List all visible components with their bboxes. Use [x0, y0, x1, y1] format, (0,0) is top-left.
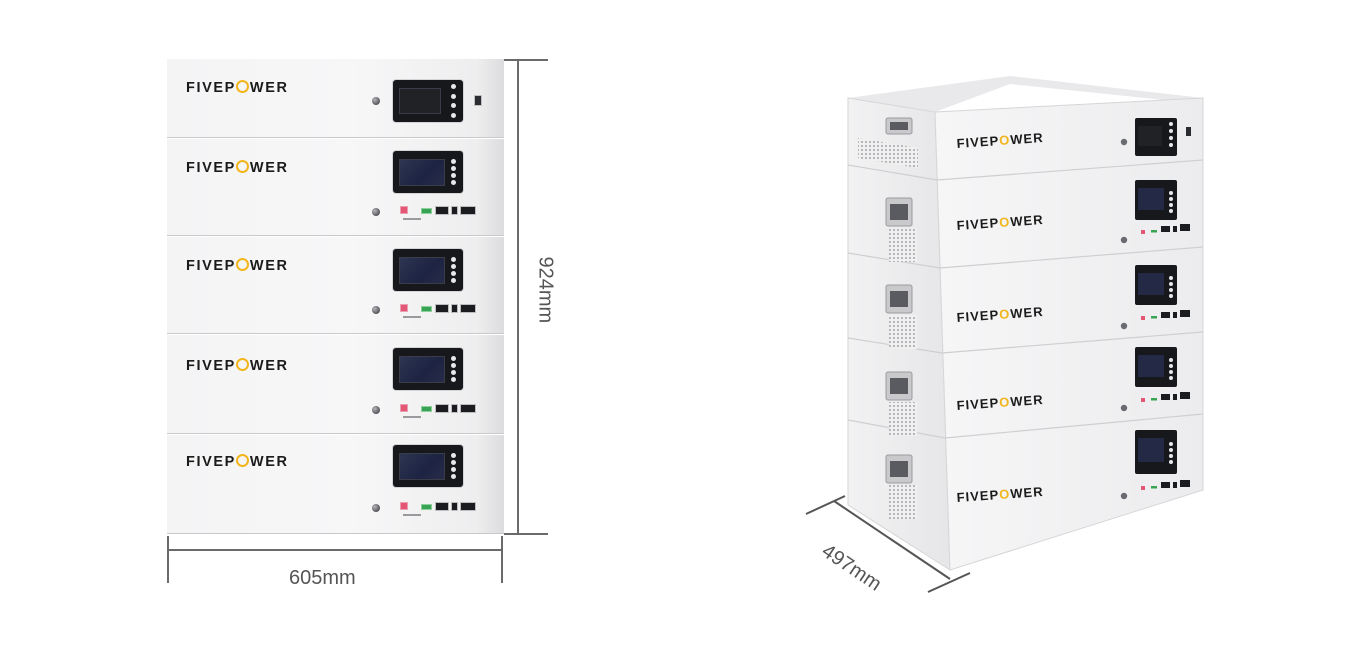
height-dimension-top-tick: [504, 59, 548, 61]
indicator-strip: [403, 416, 421, 418]
green-terminal-icon: [421, 504, 432, 510]
logo-o-ring-icon: [236, 80, 250, 93]
power-knob-icon: [372, 208, 380, 216]
red-port-icon: [400, 502, 408, 510]
height-dimension-bottom-tick: [504, 533, 548, 535]
lcd-panel: [393, 348, 463, 390]
lcd-screen: [399, 88, 441, 114]
rj45-port-icon: [460, 404, 476, 413]
green-terminal-icon: [421, 208, 432, 214]
iso-brand-logos: FIVEPOWER FIVEPOWER FIVEPOWER FIVEPOWER …: [956, 130, 1044, 505]
power-knob-icon: [372, 97, 380, 105]
top-tray-interior: [848, 76, 1203, 112]
red-port-icon: [400, 206, 408, 214]
lcd-screen: [399, 257, 445, 284]
module-seams: [847, 159, 1204, 439]
logo-o-ring-icon: [236, 454, 250, 467]
rj45-port-icon: [460, 304, 476, 313]
front-lcd-panels: [1135, 118, 1177, 474]
lcd-buttons: [1169, 122, 1173, 464]
lcd-panel: [393, 80, 463, 122]
brand-logo: FIVEPOWER: [956, 392, 1044, 413]
red-port-icon: [400, 304, 408, 312]
lcd-panel: [393, 445, 463, 487]
width-dimension-right-tick: [501, 536, 503, 583]
green-terminal-icon: [421, 406, 432, 412]
height-dimension-line: [517, 60, 519, 534]
width-dimension-label: 605mm: [289, 567, 356, 589]
switch-icon: [1186, 127, 1191, 136]
switch-icon: [474, 95, 482, 106]
small-port-icon: [451, 404, 458, 413]
red-port-icon: [400, 404, 408, 412]
width-dimension-line: [167, 549, 503, 551]
green-terminal-icon: [421, 306, 432, 312]
power-knob-icon: [372, 504, 380, 512]
lcd-buttons: [451, 453, 456, 479]
small-port-icon: [451, 206, 458, 215]
brand-logo: FIVEPOWER: [956, 130, 1044, 151]
rj45-port-icon: [435, 304, 449, 313]
power-knob-icon: [372, 406, 380, 414]
brand-logo: FIVEPOWER: [956, 212, 1044, 233]
logo-o-ring-icon: [236, 160, 250, 173]
indicator-strip: [403, 218, 421, 220]
rj45-port-icon: [435, 404, 449, 413]
lcd-buttons: [451, 159, 456, 185]
lcd-buttons: [451, 356, 456, 382]
small-port-icon: [451, 304, 458, 313]
brand-logo: FIVEPOWER: [956, 484, 1044, 505]
lcd-screen: [399, 453, 445, 480]
depth-dimension: [805, 495, 971, 593]
lcd-panel: [393, 249, 463, 291]
width-dimension-left-tick: [167, 536, 169, 583]
rj45-port-icon: [435, 502, 449, 511]
brand-logo: FIVEPOWER: [956, 304, 1044, 325]
side-handles: [858, 117, 918, 519]
indicator-strip: [403, 514, 421, 516]
power-knob-icon: [372, 306, 380, 314]
lcd-panel: [393, 151, 463, 193]
lcd-buttons: [451, 84, 456, 118]
small-port-icon: [451, 502, 458, 511]
rj45-port-icon: [435, 206, 449, 215]
lcd-screen: [399, 159, 445, 186]
rj45-port-icon: [460, 206, 476, 215]
logo-o-ring-icon: [236, 358, 250, 371]
lcd-buttons: [451, 257, 456, 283]
lcd-screen: [399, 356, 445, 383]
front-ports: [1120, 138, 1190, 500]
logo-o-ring-icon: [236, 258, 250, 271]
rj45-port-icon: [460, 502, 476, 511]
indicator-strip: [403, 316, 421, 318]
